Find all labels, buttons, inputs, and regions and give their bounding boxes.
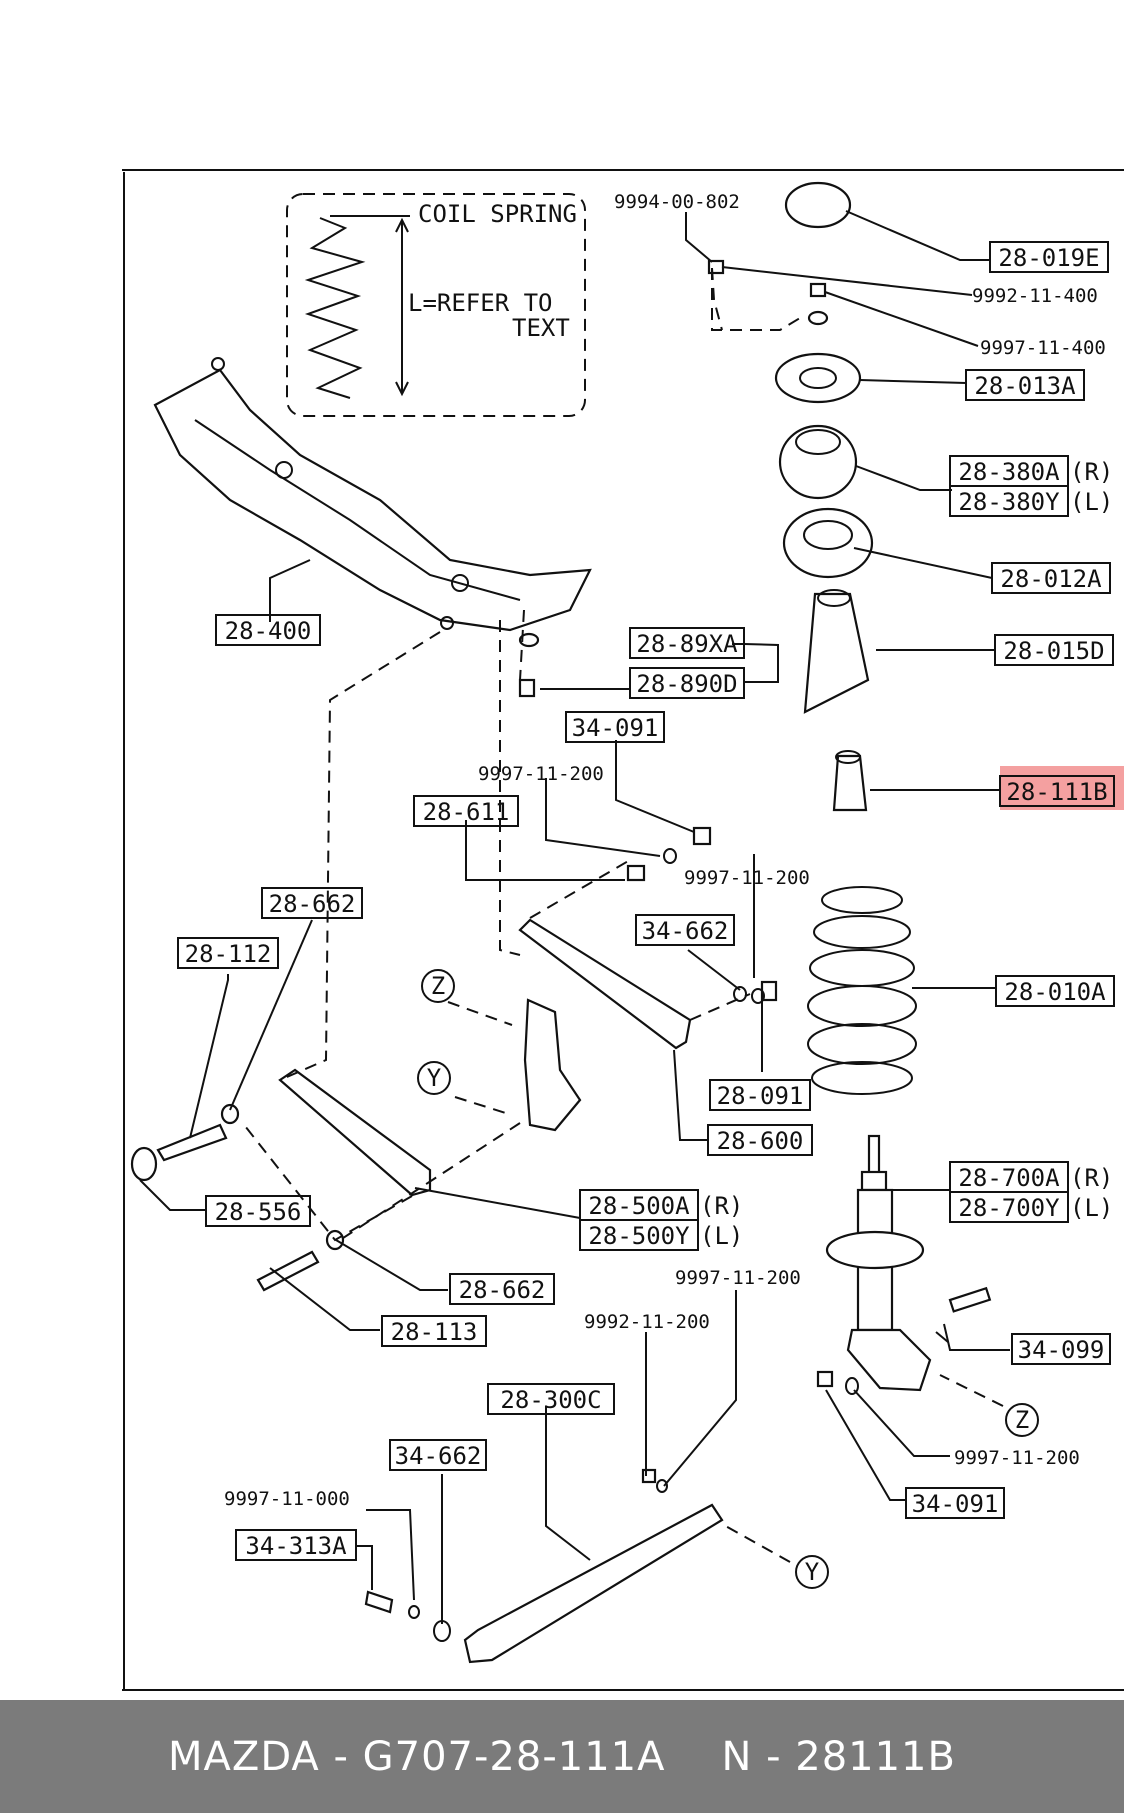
label-28-013A[interactable]: 28-013A xyxy=(974,372,1076,400)
label-9997-11-200-d[interactable]: 9997-11-200 xyxy=(954,1447,1080,1469)
note-title: COIL SPRING xyxy=(418,200,577,228)
coil-spring-note: COIL SPRING L=REFER TO TEXT xyxy=(286,193,586,417)
label-28-300C[interactable]: 28-300C xyxy=(500,1386,601,1414)
label-r-380: (R) xyxy=(1070,458,1113,486)
label-34-099[interactable]: 34-099 xyxy=(1018,1336,1105,1364)
label-9997-11-200-b[interactable]: 9997-11-200 xyxy=(684,867,810,889)
crossmember-drawing xyxy=(153,357,592,632)
label-28-500Y[interactable]: 28-500Y xyxy=(588,1222,690,1250)
label-28-112[interactable]: 28-112 xyxy=(185,940,272,968)
label-9994-00-802[interactable]: 9994-00-802 xyxy=(614,191,740,213)
callout-z-lower: Z xyxy=(1015,1406,1029,1434)
label-34-662-upper[interactable]: 34-662 xyxy=(642,917,729,945)
label-9992-11-200[interactable]: 9992-11-200 xyxy=(584,1311,710,1333)
arms-drawing xyxy=(130,632,778,1664)
coil-spring-sketch xyxy=(304,217,366,399)
label-28-890D[interactable]: 28-890D xyxy=(636,670,737,698)
label-9997-11-400[interactable]: 9997-11-400 xyxy=(980,337,1106,359)
footer-mazda-number: MAZDA - G707-28-111A xyxy=(168,1733,666,1780)
label-28-010A[interactable]: 28-010A xyxy=(1004,978,1106,1006)
label-34-091-lower[interactable]: 34-091 xyxy=(912,1490,999,1518)
label-28-380A[interactable]: 28-380A xyxy=(958,458,1060,486)
footer-cross-number: N - 28111B xyxy=(721,1733,956,1780)
callout-circle-y2 xyxy=(795,1555,829,1589)
strut-drawing xyxy=(816,1134,992,1395)
assembly-dashed-lines xyxy=(244,267,1004,1563)
label-28-600[interactable]: 28-600 xyxy=(717,1127,804,1155)
label-28-015D[interactable]: 28-015D xyxy=(1003,637,1104,665)
coil-spring-drawing xyxy=(807,886,917,1095)
reference-callouts: Z Y Z Y xyxy=(417,969,1039,1589)
callout-y-lower: Y xyxy=(805,1558,820,1586)
label-28-700A[interactable]: 28-700A xyxy=(958,1164,1060,1192)
label-9997-11-000[interactable]: 9997-11-000 xyxy=(224,1488,350,1510)
label-28-662-upper[interactable]: 28-662 xyxy=(269,890,356,918)
label-9997-11-200-c[interactable]: 9997-11-200 xyxy=(675,1267,801,1289)
label-28-400[interactable]: 28-400 xyxy=(225,617,312,645)
label-r-700: (R) xyxy=(1070,1164,1113,1192)
note-line-1: L=REFER TO xyxy=(408,289,553,317)
arrow-down xyxy=(395,381,409,397)
label-28-012A[interactable]: 28-012A xyxy=(1000,565,1102,593)
label-l-500: (L) xyxy=(700,1222,743,1250)
label-34-091-upper[interactable]: 34-091 xyxy=(572,714,659,742)
note-line-2: TEXT xyxy=(512,314,570,342)
strut-top-parts xyxy=(707,181,874,812)
label-28-611[interactable]: 28-611 xyxy=(423,798,510,826)
label-9997-11-200-a[interactable]: 9997-11-200 xyxy=(478,763,604,785)
callout-circle-z2 xyxy=(1005,1403,1039,1437)
callout-circle-y1 xyxy=(417,1061,451,1095)
label-28-700Y[interactable]: 28-700Y xyxy=(958,1194,1060,1222)
label-28-662-lower[interactable]: 28-662 xyxy=(459,1276,546,1304)
label-28-091[interactable]: 28-091 xyxy=(717,1082,804,1110)
label-28-380Y[interactable]: 28-380Y xyxy=(958,488,1060,516)
arrow-up xyxy=(395,217,409,233)
highlight-28-111B xyxy=(1000,766,1124,810)
callout-circle-z1 xyxy=(421,969,455,1003)
note-box xyxy=(286,193,586,417)
callout-y-upper: Y xyxy=(427,1064,442,1092)
label-28-556[interactable]: 28-556 xyxy=(215,1198,302,1226)
label-34-662-lower[interactable]: 34-662 xyxy=(395,1442,482,1470)
footer-bar: MAZDA - G707-28-111A N - 28111B xyxy=(0,1700,1124,1813)
exploded-view-diagram: COIL SPRING L=REFER TO TEXT xyxy=(122,169,1124,1691)
callout-z-upper: Z xyxy=(431,972,445,1000)
label-l-700: (L) xyxy=(1070,1194,1113,1222)
label-r-500: (R) xyxy=(700,1192,743,1220)
label-9992-11-400[interactable]: 9992-11-400 xyxy=(972,285,1098,307)
label-28-89XA[interactable]: 28-89XA xyxy=(636,630,738,658)
label-28-111B[interactable]: 28-111B xyxy=(1006,778,1107,806)
label-28-019E[interactable]: 28-019E xyxy=(998,244,1099,272)
label-34-313A[interactable]: 34-313A xyxy=(245,1532,347,1560)
leader-lines xyxy=(139,210,1010,1624)
part-labels: 28-019E 9994-00-802 9992-11-400 9997-11-… xyxy=(177,191,1124,1561)
label-28-500A[interactable]: 28-500A xyxy=(588,1192,690,1220)
label-l-380: (L) xyxy=(1070,488,1113,516)
label-28-113[interactable]: 28-113 xyxy=(391,1318,478,1346)
